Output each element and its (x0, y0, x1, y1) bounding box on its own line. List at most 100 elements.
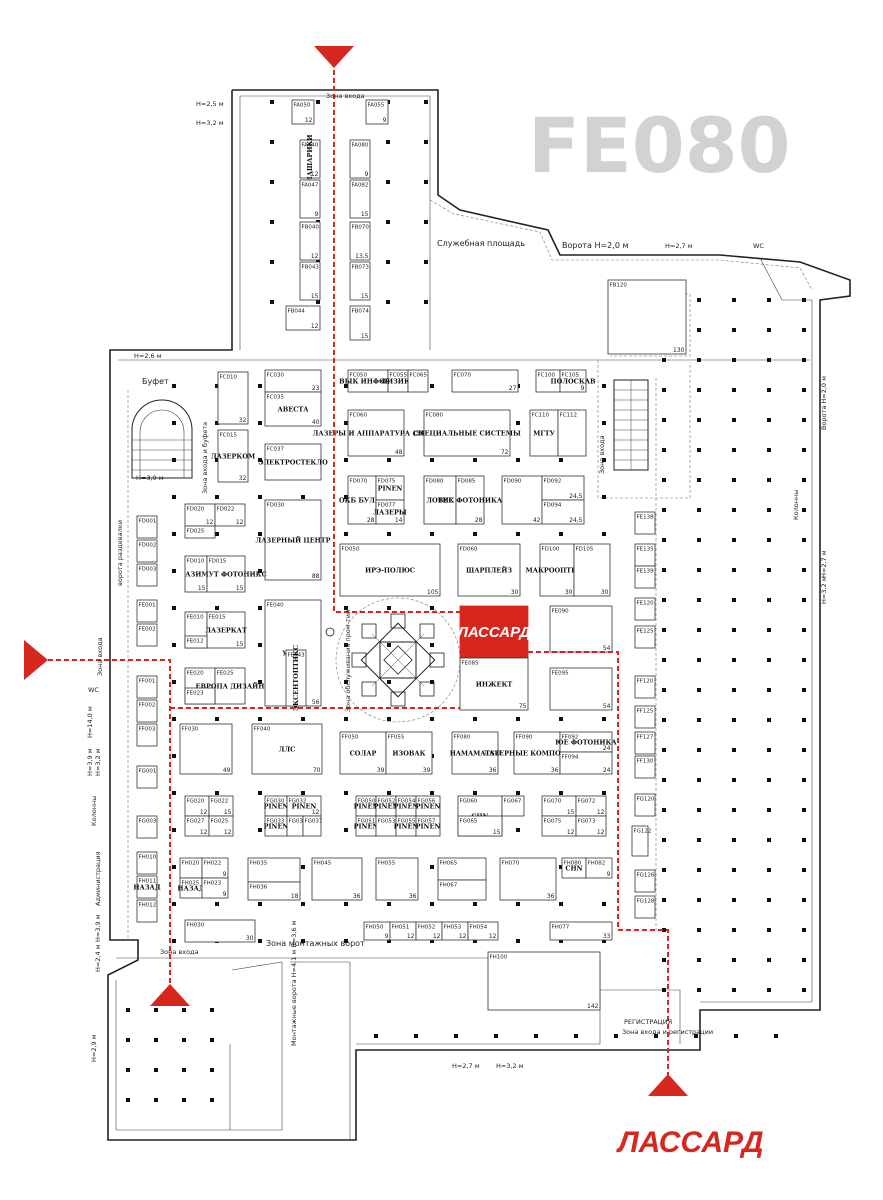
booth-fd002[interactable]: FD002 (136, 539, 158, 563)
booth-fe139[interactable]: FE139 (634, 565, 656, 589)
booth-ff002[interactable]: FF002 (136, 699, 158, 723)
booth-ff003[interactable]: FF003 (136, 723, 158, 747)
booth-fg128[interactable]: FG128 (634, 895, 656, 919)
booth-fc065[interactable]: FC065 (407, 369, 429, 393)
booth-fe001[interactable]: FE001 (136, 599, 158, 623)
booth-ff001[interactable]: FF001 (136, 675, 158, 699)
booth-fe012[interactable]: FE012 (184, 635, 208, 649)
booth-ff127[interactable]: FF127 (634, 731, 656, 755)
booth-ff125[interactable]: FF125 (634, 705, 656, 729)
booth-ff130[interactable]: FF130 (634, 755, 656, 779)
booth-fc112[interactable]: FC112 (557, 409, 587, 457)
booth-fe125[interactable]: FE125 (634, 625, 656, 649)
booth-fh020[interactable]: FH020 (179, 857, 203, 879)
booth-fh035[interactable]: FH035 (247, 857, 301, 883)
booth-fe120[interactable]: FE120 (634, 597, 656, 621)
booth-fh065[interactable]: FH065 (437, 857, 487, 881)
booth-fe080[interactable]: ЛАССАРД (457, 605, 531, 659)
booth-fe023[interactable]: FE023 (184, 687, 216, 705)
booth-fg003[interactable]: FG003 (136, 815, 158, 839)
booth-ff120[interactable]: FF120 (634, 675, 656, 699)
booth-fh067[interactable]: FH067 (437, 879, 487, 901)
booth-fg120[interactable]: FG120 (634, 793, 656, 817)
booth-fd001[interactable]: FD001 (136, 515, 158, 539)
booth-fe135[interactable]: FE135 (634, 543, 656, 567)
booth-fd003[interactable]: FD003 (136, 563, 158, 587)
booth-fh012[interactable]: FH012 (136, 899, 158, 923)
booth-fe138[interactable]: FE138 (634, 511, 656, 535)
booth-fh010[interactable]: FH010 (136, 851, 158, 875)
booth-fg001[interactable]: FG001 (136, 765, 158, 789)
booth-fe002[interactable]: FE002 (136, 623, 158, 647)
